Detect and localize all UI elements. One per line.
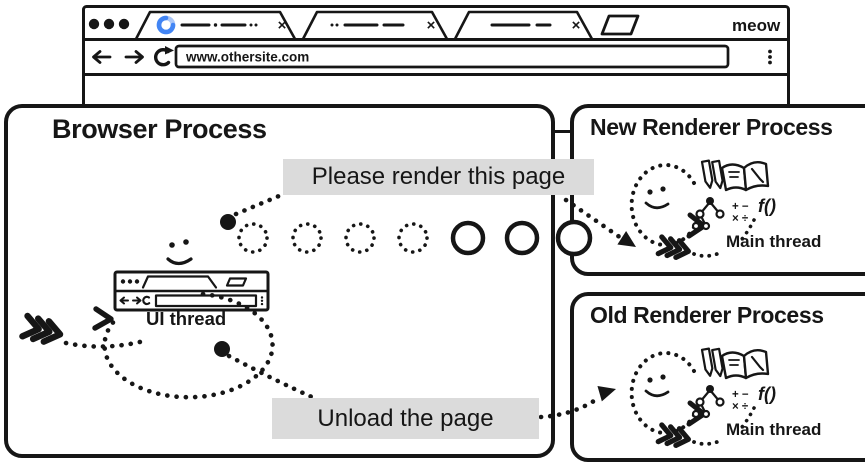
thread-trail-dots [692,252,719,258]
old-renderer-process-box: Old Renderer Process [570,292,865,462]
tab-close-icon[interactable]: × [572,17,581,34]
book-icon [720,161,770,192]
new-renderer-title: New Renderer Process [590,114,833,140]
fast-forward-icon [655,234,691,260]
smiley-face-icon [644,374,670,398]
render-message-label: Please render this page [283,159,594,195]
loading-spinner-icon [156,15,176,35]
event-loop-arrowhead-icon [92,306,114,331]
menu-dots-icon[interactable] [768,49,772,65]
tab-background-2[interactable]: × [453,10,594,41]
math-ops-icon: + − [732,389,749,401]
browser-logo-text: meow [732,16,781,35]
url-text[interactable]: www.othersite.com [185,50,309,65]
tab-title-doodle [180,23,258,27]
old-renderer-doodles: + − × ÷ f() [629,347,776,448]
math-ops-icon: × ÷ [732,213,749,225]
new-renderer-doodles: + − × ÷ f() [629,159,776,260]
pens-icon [700,159,724,190]
traffic-lights-icon[interactable] [88,18,130,30]
math-ops-icon: × ÷ [732,401,749,413]
unload-message-origin-dot [214,341,230,357]
browser-process-doodles [19,193,317,401]
browser-process-title: Browser Process [52,114,267,144]
tab-loading[interactable]: × [134,10,297,41]
thread-trail-dots [692,440,719,446]
url-bar[interactable] [174,44,730,69]
reload-icon[interactable] [153,46,174,67]
math-ops-icon: + − [732,201,749,213]
forward-icon[interactable] [124,50,144,64]
back-icon[interactable] [92,50,112,64]
thread-trail-dots [63,338,147,349]
mini-browser-icon [113,270,270,312]
tab-close-icon[interactable]: × [278,17,287,34]
unload-message-label: Unload the page [272,398,539,439]
smiley-face-icon [166,239,193,266]
unload-message-line [226,353,317,401]
ui-thread-label: UI thread [146,308,227,329]
render-message-origin-dot [220,214,236,230]
tab-close-icon[interactable]: × [427,17,436,34]
tab-title-doodle [330,23,405,27]
function-glyph: f() [758,384,776,404]
old-renderer-title: Old Renderer Process [590,302,824,328]
event-loop-path [102,291,275,400]
fast-forward-icon [655,422,691,448]
dom-tree-icon [691,197,725,231]
function-glyph: f() [758,196,776,216]
new-renderer-process-box: New Renderer Process [570,104,865,276]
book-icon [720,349,770,380]
smiley-face-icon [644,186,670,210]
fast-forward-icon [19,312,64,345]
render-message-line [233,193,282,217]
main-thread-label: Main thread [726,232,822,251]
tab-background-1[interactable]: × [301,10,449,41]
js-trail-dots [740,218,756,241]
new-tab-button[interactable] [600,14,640,36]
pens-icon [700,347,724,378]
main-thread-label: Main thread [726,420,822,439]
js-trail-dots [740,406,756,429]
browser-window: × × × meow [82,5,790,133]
dom-tree-icon [691,385,725,419]
